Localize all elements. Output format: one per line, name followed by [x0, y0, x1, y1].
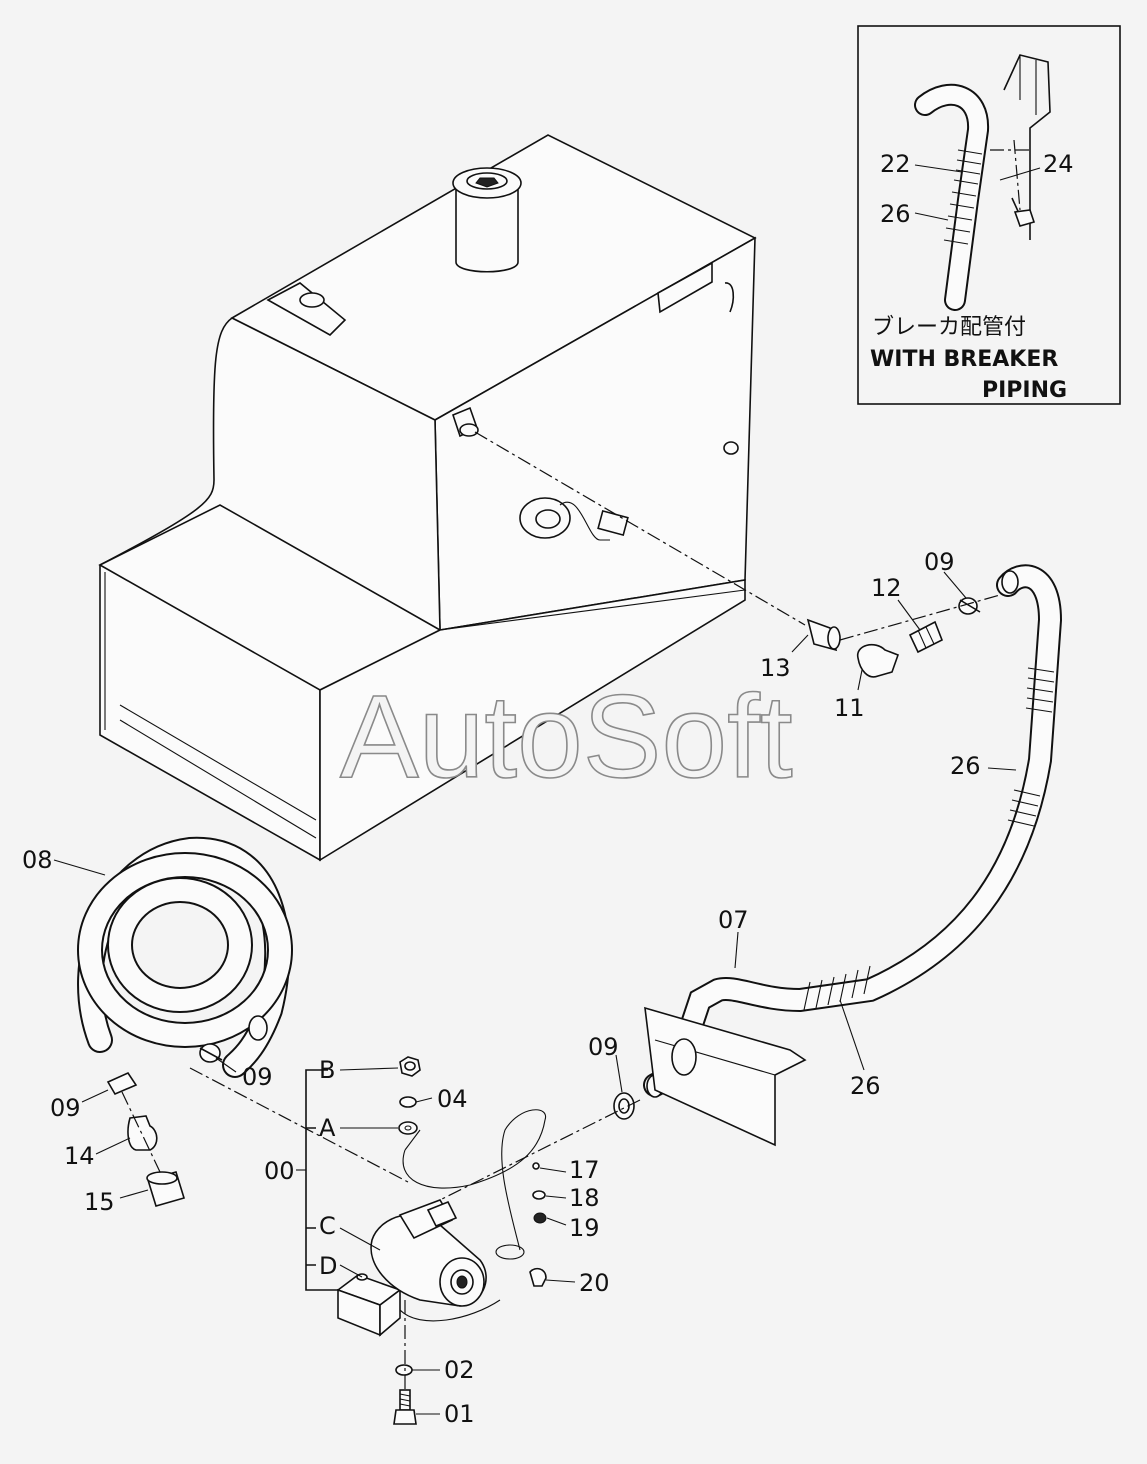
watermark: AutoSoft — [340, 671, 793, 803]
nipple-09-left — [106, 1071, 138, 1096]
inset-hose-sleeve — [943, 149, 983, 245]
callout-11: 11 — [834, 694, 865, 722]
callout-17: 17 — [569, 1156, 600, 1184]
callout-04: 04 — [437, 1085, 468, 1113]
angle-bracket — [644, 1006, 807, 1147]
callout-15: 15 — [84, 1188, 115, 1216]
callout-09-left: 09 — [50, 1094, 81, 1122]
screw-17 — [532, 1162, 540, 1170]
leader-lines — [53, 571, 1017, 1415]
elbow-11 — [857, 643, 900, 678]
lifting-bracket — [266, 282, 347, 336]
callout-07: 07 — [718, 906, 749, 934]
nipple-12 — [908, 620, 944, 654]
elbow-14 — [127, 1115, 158, 1151]
callout-24: 24 — [1043, 150, 1074, 178]
clamp-09-top — [958, 597, 981, 615]
cap-15 — [146, 1171, 186, 1207]
callout-26-right: 26 — [950, 752, 981, 780]
adapter-13 — [806, 618, 841, 652]
callout-26-bottom: 26 — [850, 1072, 881, 1100]
group-letter-b: B — [319, 1056, 335, 1084]
callout-13: 13 — [760, 654, 791, 682]
clamp-09-mid — [613, 1092, 635, 1120]
inset-frame — [857, 25, 1121, 405]
tank-side-bracket — [657, 261, 713, 314]
callout-26-inset: 26 — [880, 200, 911, 228]
breather-cap — [452, 167, 522, 273]
callout-09-mid: 09 — [588, 1033, 619, 1061]
callout-14: 14 — [64, 1142, 95, 1170]
callout-02: 02 — [444, 1356, 475, 1384]
inset-panel: 22 24 26 ブレーカ配管付 WITH BREAKER PIPING — [857, 25, 1121, 405]
group-letter-d: D — [319, 1252, 337, 1280]
group-letter-c: C — [319, 1212, 336, 1240]
hose-assembly — [643, 564, 1063, 1098]
washer-02 — [395, 1364, 413, 1376]
washer-18 — [532, 1190, 546, 1200]
pump-assembly — [336, 1109, 546, 1337]
clamp-09-left-coil — [199, 1043, 223, 1063]
inset-caption-line1: WITH BREAKER — [870, 347, 1058, 372]
tank-small-boss — [723, 441, 739, 455]
inset-bracket — [1003, 54, 1051, 240]
hydraulic-tank — [98, 134, 806, 862]
bolt-01 — [393, 1389, 417, 1425]
clip-20 — [529, 1267, 547, 1287]
callout-08: 08 — [22, 846, 53, 874]
group-bracket-00 — [305, 1069, 338, 1291]
inset-japanese-caption: ブレーカ配管付 — [872, 315, 1026, 340]
tank-port-boss — [452, 406, 479, 438]
inset-caption-line2: PIPING — [982, 378, 1067, 403]
callout-00: 00 — [264, 1157, 295, 1185]
nut-19 — [533, 1212, 547, 1224]
washer-04 — [399, 1096, 417, 1108]
suction-hose-coil — [77, 836, 293, 1078]
callout-09-left-clamp: 09 — [242, 1063, 273, 1091]
callout-22: 22 — [880, 150, 911, 178]
callout-12: 12 — [871, 574, 902, 602]
inset-bolt — [1011, 197, 1036, 227]
callout-09-top: 09 — [924, 548, 955, 576]
callout-18: 18 — [569, 1184, 600, 1212]
callout-01: 01 — [444, 1400, 475, 1428]
nut-b — [399, 1056, 421, 1077]
callout-19: 19 — [569, 1214, 600, 1242]
group-letter-a: A — [319, 1114, 336, 1142]
callout-20: 20 — [579, 1269, 610, 1297]
